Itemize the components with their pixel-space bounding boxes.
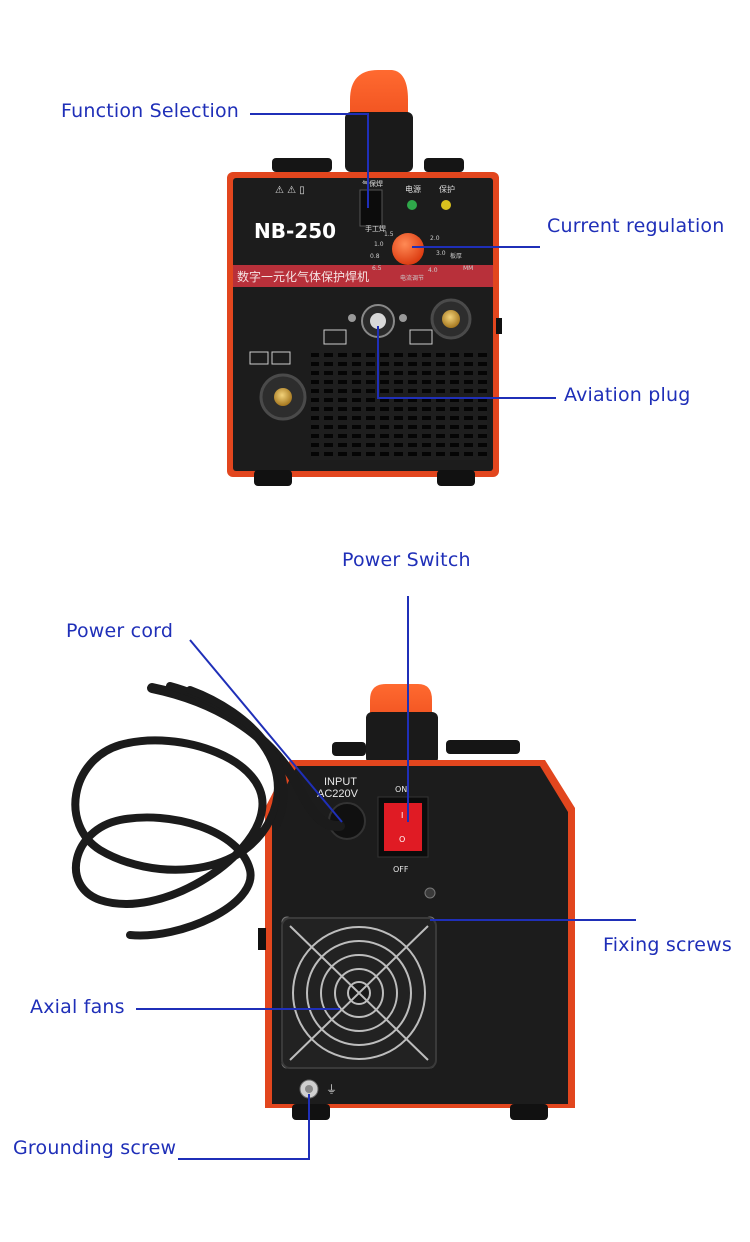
input-label: INPUT (324, 776, 357, 788)
annotation-current-regulation: Current regulation (547, 215, 725, 237)
ground-symbol: ⏚ (326, 1083, 337, 1096)
dial-tick-label: 0.8 (370, 253, 380, 260)
switch-off-label: OFF (393, 865, 409, 874)
power-switch[interactable] (384, 803, 422, 851)
annotation-power-cord: Power cord (66, 620, 174, 642)
dial-tick-label: 1.5 (384, 231, 394, 238)
chinese-title: 数字一元化气体保护焊机 (237, 269, 369, 284)
front-view-welder: 数字一元化气体保护焊机 ⚠ ⚠ ▯ NB-250 气保焊 手工焊 电源 保护 1… (227, 70, 502, 486)
dial-tick-label: 4.0 (428, 267, 438, 274)
axial-fan (281, 917, 437, 1069)
power-indicator-label: 电源 (405, 184, 421, 194)
title-strip (233, 265, 493, 287)
mm-label: MM (463, 265, 473, 272)
dial-tick-label: 3.0 (436, 250, 446, 257)
voltage-label: AC220V (317, 788, 359, 800)
warning-icons: ⚠ ⚠ ▯ (275, 185, 305, 196)
fixing-screw (424, 887, 436, 899)
dial-tick-label: 1.0 (374, 241, 384, 248)
mode-label-top: 气保焊 (362, 179, 383, 188)
protect-indicator-label: 保护 (439, 184, 455, 194)
dial-tick-label: 6.5 (372, 265, 382, 272)
current-regulation-knob[interactable] (392, 233, 424, 265)
thickness-caption: 板厚 (450, 252, 462, 260)
mode-label-bottom: 手工焊 (365, 224, 386, 233)
dial-tick-label: 2.0 (430, 235, 440, 242)
dial-caption: 电流调节 (400, 274, 424, 282)
svg-text:I: I (401, 811, 403, 820)
annotation-power-switch: Power Switch (342, 549, 471, 571)
protect-led (441, 200, 451, 210)
annotation-aviation-plug: Aviation plug (564, 384, 691, 406)
annotation-function-selection: Function Selection (61, 100, 240, 122)
power-led (407, 200, 417, 210)
power-cord (71, 682, 345, 940)
annotation-lines (136, 113, 636, 1160)
back-view-welder: INPUT AC220V ON I O OFF ⏚ (258, 684, 575, 1120)
model-label: NB-250 (254, 219, 336, 243)
function-selector-switch[interactable] (359, 189, 383, 227)
svg-text:O: O (399, 835, 405, 844)
annotation-fixing-screws: Fixing screws (603, 934, 732, 956)
switch-on-label: ON (395, 785, 407, 794)
annotation-axial-fans: Axial fans (30, 996, 125, 1018)
annotation-grounding-screw: Grounding screw (13, 1137, 177, 1159)
front-vent-grille (311, 350, 487, 460)
